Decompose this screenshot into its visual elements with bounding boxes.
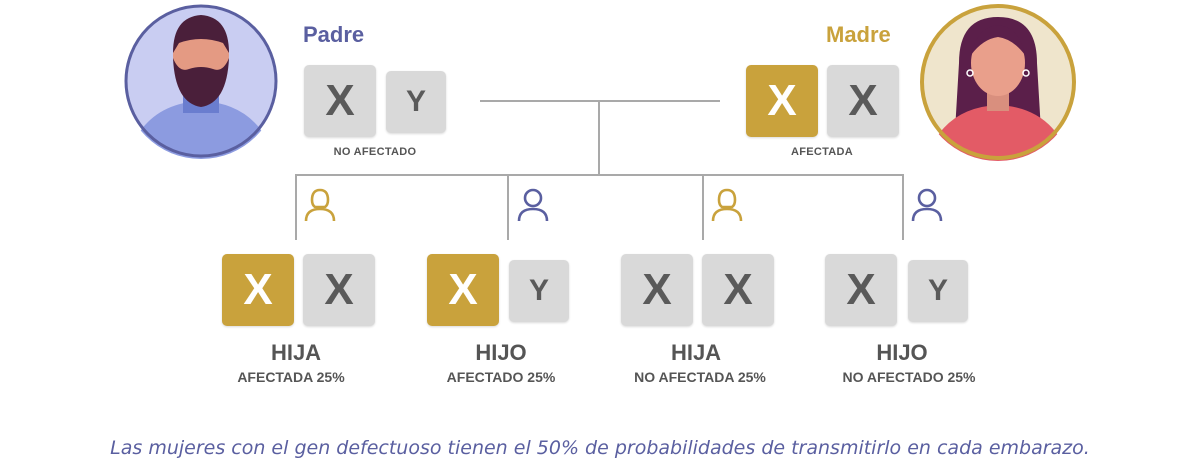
father-status: NO AFECTADO — [333, 146, 417, 158]
male-person-icon — [517, 188, 549, 222]
child-4-subtitle: NO AFECTADO 25% — [842, 369, 976, 385]
child-3-title: HIJA — [670, 340, 722, 365]
child-3-subtitle: NO AFECTADA 25% — [634, 369, 766, 385]
father-chromosome-x: X — [304, 65, 376, 137]
child-1-subtitle: AFECTADA 25% — [237, 369, 345, 385]
father-chromosome-y: Y — [386, 71, 446, 133]
child-2-drop-line — [507, 174, 509, 240]
parent-connector-line — [480, 100, 720, 102]
child-2-subtitle: AFECTADO 25% — [446, 369, 556, 385]
child-3-drop-line — [702, 174, 704, 240]
child-4-chromosome-y: Y — [908, 260, 968, 322]
female-person-icon — [711, 188, 743, 222]
sibling-line — [295, 174, 903, 176]
mother-chromosome-x-affected: X — [746, 65, 818, 137]
child-4-drop-line — [902, 174, 904, 240]
caption: Las mujeres con el gen defectuoso tienen… — [110, 437, 1090, 459]
male-person-icon — [911, 188, 943, 222]
mother-chromosome-x: X — [827, 65, 899, 137]
child-1-chromosome-x: X — [303, 254, 375, 326]
child-1-title: HIJA — [270, 340, 322, 365]
child-2-title: HIJO — [475, 340, 527, 365]
descent-line — [598, 100, 600, 175]
female-person-icon — [304, 188, 336, 222]
child-4-chromosome-x: X — [825, 254, 897, 326]
mother-avatar — [919, 3, 1077, 161]
child-1-chromosome-x-affected: X — [222, 254, 294, 326]
child-2-chromosome-x-affected: X — [427, 254, 499, 326]
child-3-chromosome-x-second: X — [702, 254, 774, 326]
father-avatar — [123, 3, 279, 159]
child-1-drop-line — [295, 174, 297, 240]
child-4-title: HIJO — [876, 340, 928, 365]
child-2-chromosome-y: Y — [509, 260, 569, 322]
child-3-chromosome-x: X — [621, 254, 693, 326]
father-title: Padre — [303, 22, 365, 47]
mother-status: AFECTADA — [790, 146, 854, 158]
mother-title: Madre — [826, 22, 891, 47]
